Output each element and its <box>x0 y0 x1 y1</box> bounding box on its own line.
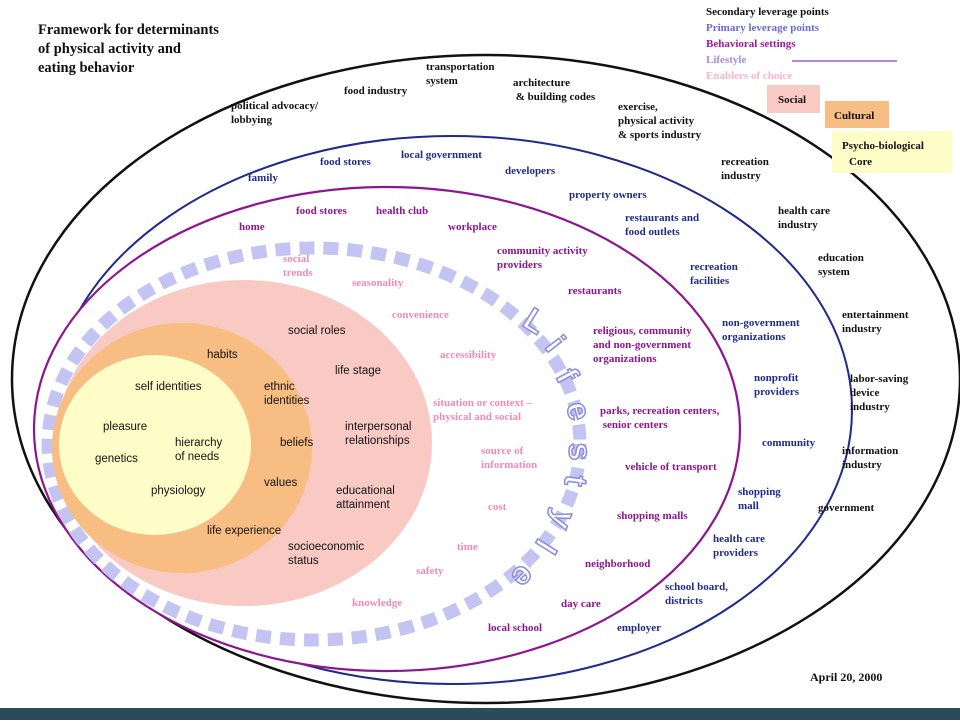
primary-label-community: community <box>762 437 816 449</box>
behavioral-label-day-care: day care <box>561 598 601 610</box>
behavioral-label-restaurants: restaurants <box>568 285 622 297</box>
enablers-label-convenience: convenience <box>392 309 449 321</box>
behavioral-label-parks: parks, recreation centers, senior center… <box>600 405 720 431</box>
secondary-label-exercise: exercise,physical activity& sports indus… <box>618 101 702 141</box>
behavioral-label-health-club: health club <box>376 205 428 217</box>
enablers-label-seasonality: seasonality <box>352 277 404 289</box>
core-label-self-identities: self identities <box>135 381 202 393</box>
core-label-pleasure: pleasure <box>103 421 147 433</box>
legend-enablers: Enablers of choice <box>706 70 792 82</box>
secondary-label-food-industry: food industry <box>344 85 408 97</box>
behavioral-label-local-school: local school <box>488 622 542 634</box>
secondary-label-political: political advocacy/lobbying <box>231 100 319 126</box>
legend-core: Psycho-biological Core <box>842 140 927 168</box>
legend: Secondary leverage points Primary levera… <box>706 6 952 173</box>
core-label-physiology: physiology <box>151 485 206 497</box>
legend-behavioral: Behavioral settings <box>706 38 796 50</box>
lifestyle-letter: s <box>562 442 599 461</box>
legend-primary: Primary leverage points <box>706 22 820 34</box>
enablers-label-cost: cost <box>488 501 507 513</box>
psycho-biological-core <box>59 355 251 535</box>
behavioral-label-shopping-malls: shopping malls <box>617 510 688 522</box>
diagram-title: Framework for determinants of physical a… <box>38 22 223 76</box>
cultural-label-habits: habits <box>207 349 238 361</box>
legend-cultural: Cultural <box>834 110 874 122</box>
enablers-label-safety: safety <box>416 565 444 577</box>
legend-lifestyle: Lifestyle <box>706 54 746 66</box>
primary-label-property-owners: property owners <box>569 189 647 201</box>
legend-cultural-box <box>825 101 889 128</box>
bottom-bar <box>0 708 960 720</box>
primary-label-school-board: school board,districts <box>665 581 728 607</box>
date-label: April 20, 2000 <box>810 670 882 684</box>
core-label-genetics: genetics <box>95 453 138 465</box>
ring-labels: political advocacy/lobbying food industry… <box>95 61 909 634</box>
primary-label-developers: developers <box>505 165 556 177</box>
enablers-label-situation: situation or context –physical and socia… <box>433 397 533 423</box>
enablers-label-knowledge: knowledge <box>352 597 402 609</box>
enablers-label-accessibility: accessibility <box>440 349 497 361</box>
behavioral-label-food-stores: food stores <box>296 205 348 217</box>
behavioral-label-neighborhood: neighborhood <box>585 558 650 570</box>
cultural-label-beliefs: beliefs <box>280 437 313 449</box>
behavioral-label-vehicle: vehicle of transport <box>625 461 717 473</box>
primary-label-employer: employer <box>617 622 661 634</box>
behavioral-label-workplace: workplace <box>448 221 497 233</box>
cultural-label-life-experience: life experience <box>207 525 281 537</box>
legend-secondary: Secondary leverage points <box>706 6 830 18</box>
primary-label-family: family <box>248 172 278 184</box>
primary-label-local-government: local government <box>401 149 482 161</box>
enablers-label-time: time <box>457 541 478 553</box>
legend-social-box <box>767 85 820 113</box>
social-label-life-stage: life stage <box>335 365 381 377</box>
primary-label-food-stores: food stores <box>320 156 372 168</box>
legend-core-box <box>832 131 952 173</box>
cultural-label-values: values <box>264 477 297 489</box>
secondary-label-architecture: architecture & building codes <box>513 77 596 103</box>
lifestyle-ring <box>41 241 587 647</box>
social-label-social-roles: social roles <box>288 325 346 337</box>
secondary-label-government: government <box>818 502 875 514</box>
legend-social: Social <box>778 94 806 106</box>
behavioral-label-home: home <box>239 221 265 233</box>
